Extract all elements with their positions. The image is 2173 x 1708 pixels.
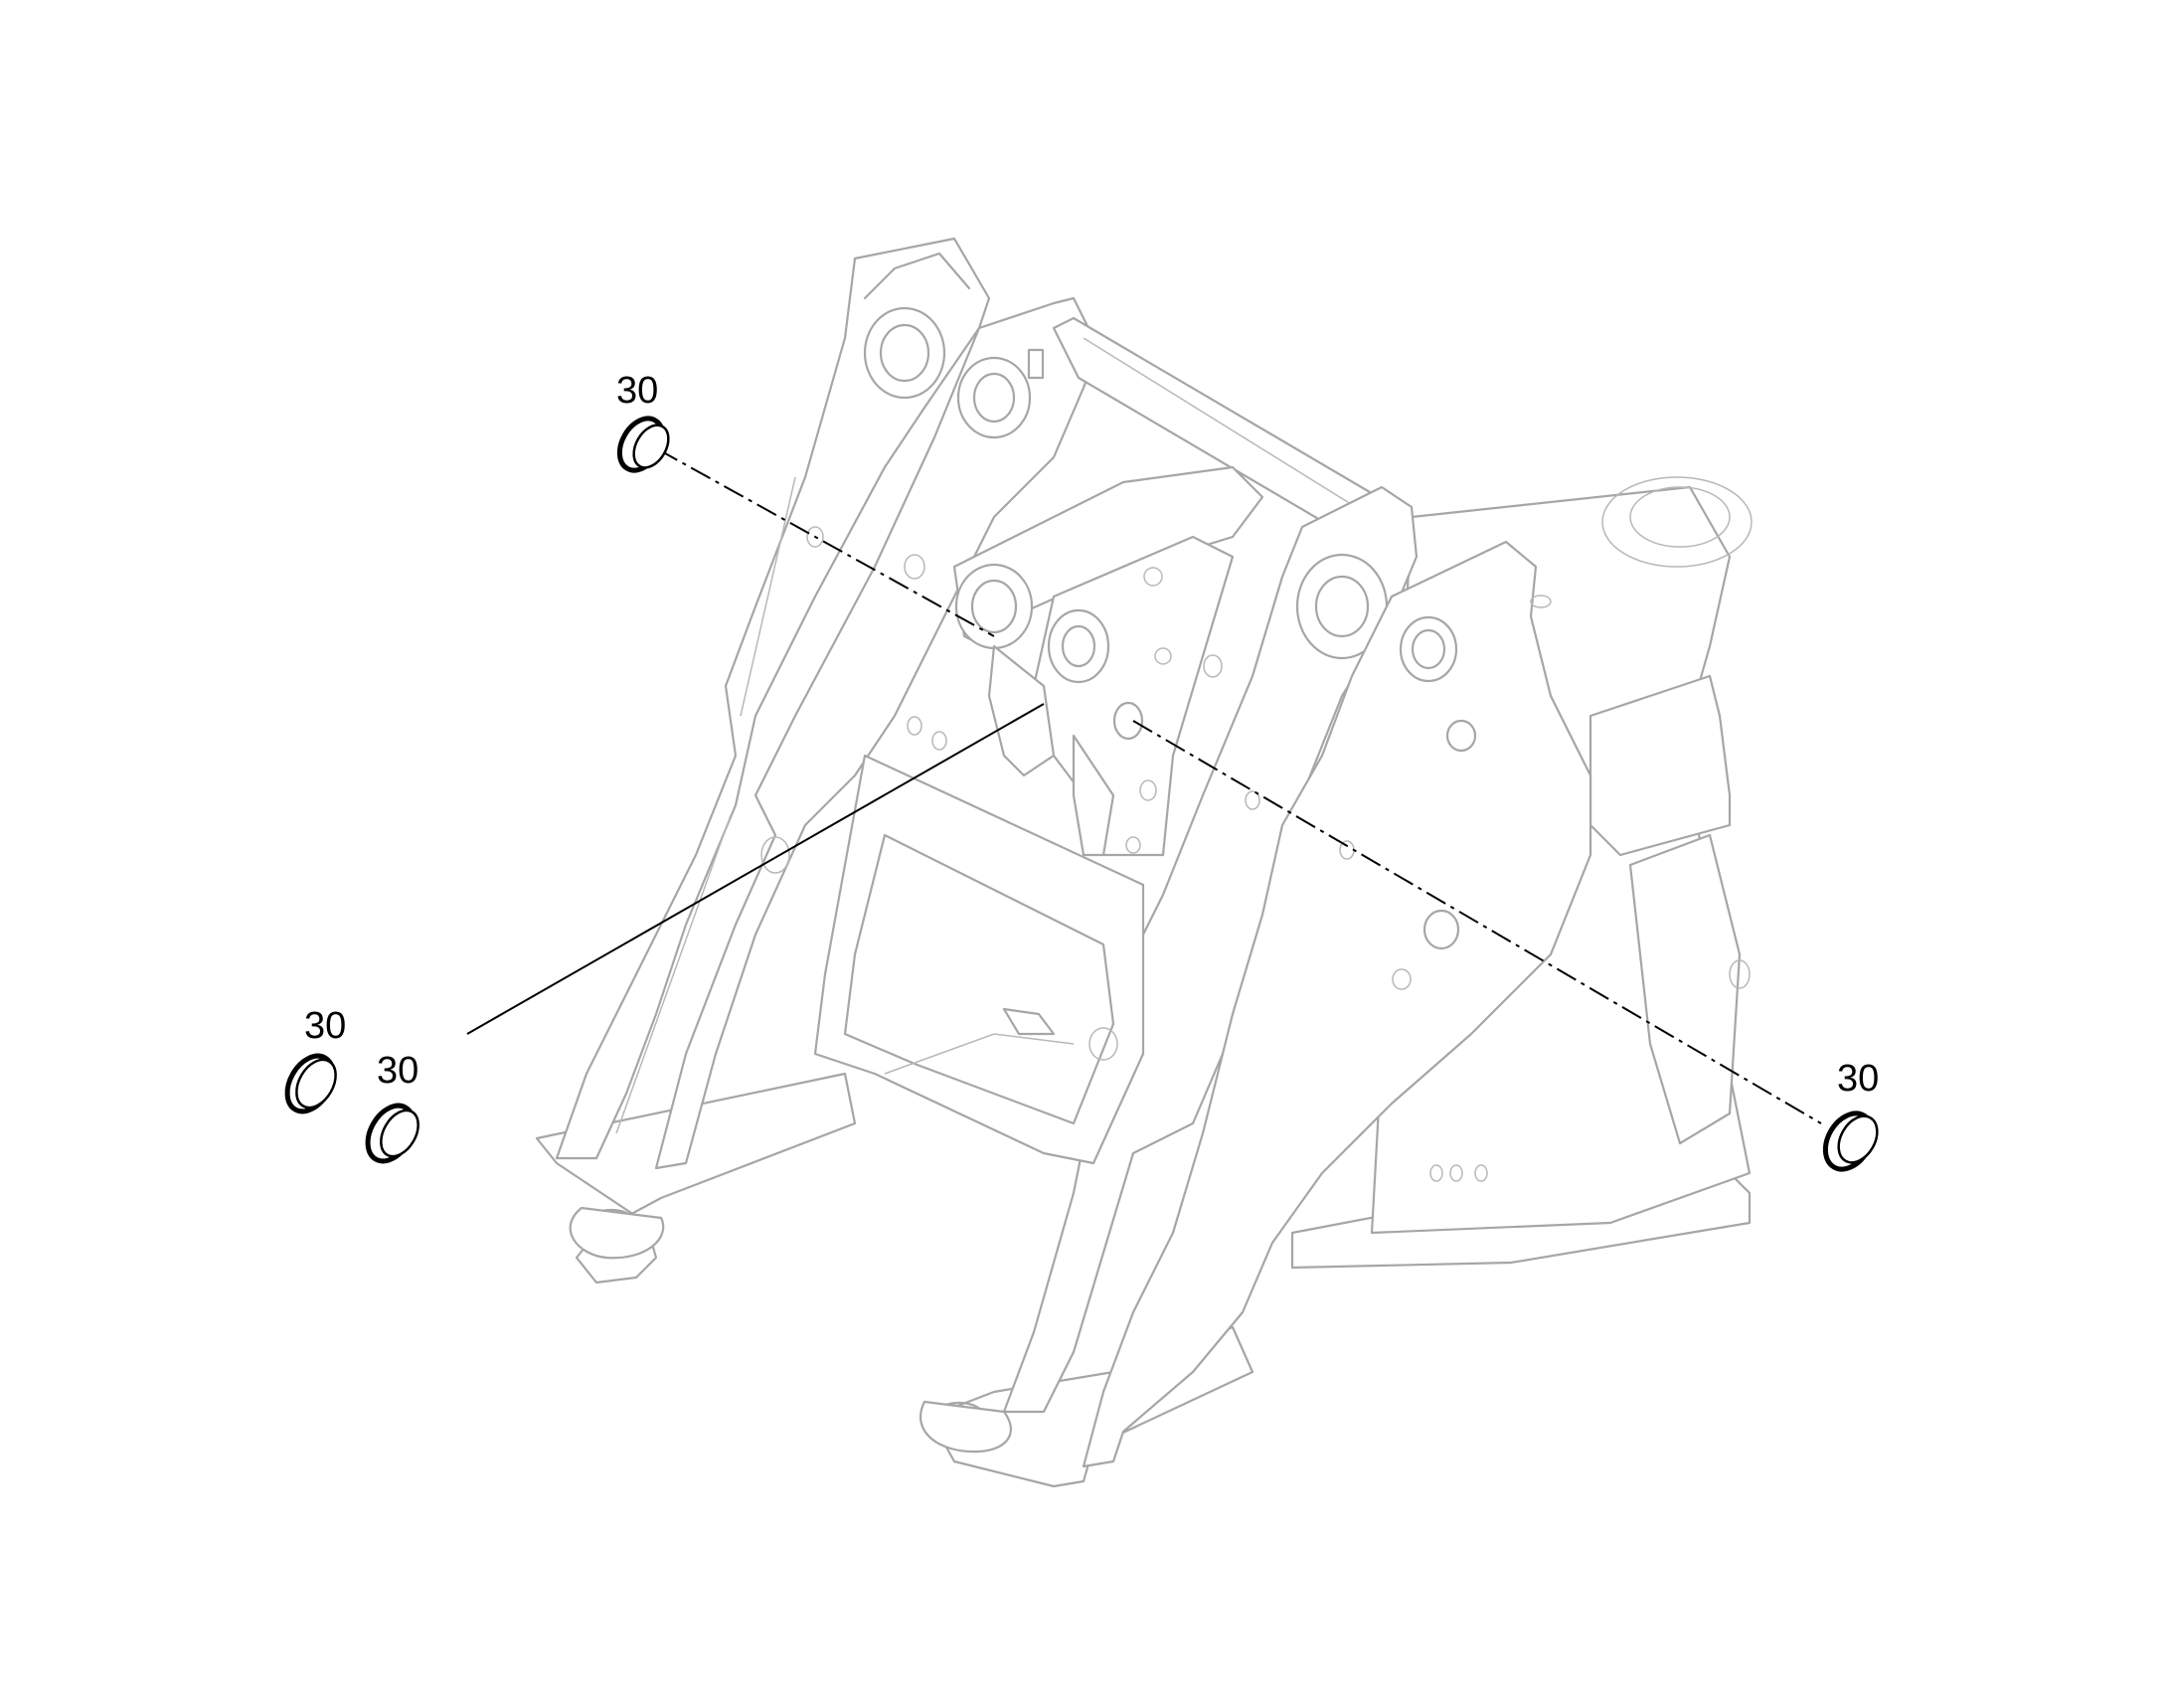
bushing-part-4 <box>1822 1110 1879 1172</box>
axis-line-right <box>1132 720 1822 1124</box>
leader-line <box>466 703 1045 1035</box>
loader-frame <box>535 237 1753 1488</box>
callout-label: 30 <box>616 370 659 412</box>
callout-label: 30 <box>377 1050 419 1092</box>
axis-line-upper <box>657 448 995 637</box>
bushing-part-3 <box>365 1103 419 1164</box>
bushing-part-1 <box>616 416 670 473</box>
assembly-lines <box>466 448 1822 1124</box>
callout-label: 30 <box>304 1005 347 1047</box>
callout-label: 30 <box>1837 1058 1880 1100</box>
bushing-part-2 <box>284 1053 337 1114</box>
